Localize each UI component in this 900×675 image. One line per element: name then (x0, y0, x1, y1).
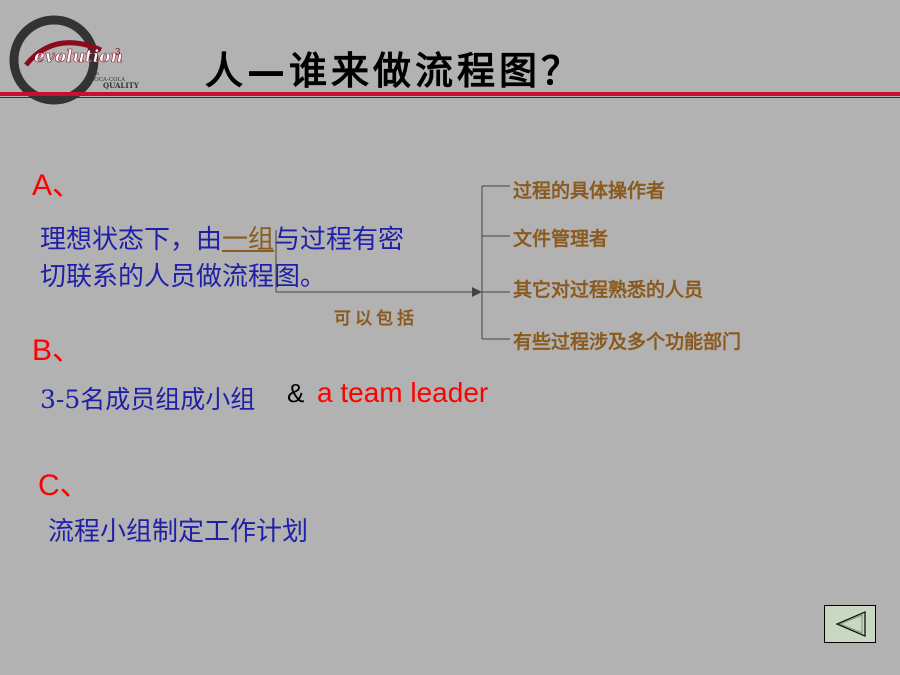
logo-quality: QUALITY (103, 81, 140, 90)
diagram-item-3: 其它对过程熟悉的人员 (513, 279, 704, 301)
section-a-text-part1: 理想状态下，由 (40, 225, 223, 255)
logo-word: evolution (34, 47, 123, 67)
section-a-text: 理想状态下，由一组与过程有密 (40, 220, 404, 260)
section-b-amp: & (287, 378, 305, 408)
page-title: 人—谁来做流程图？ (205, 49, 584, 93)
triangle-left-icon (835, 611, 866, 637)
diagram-item-1: 过程的具体操作者 (513, 180, 666, 202)
section-c-letter: C、 (38, 469, 90, 502)
section-b-letter: B、 (32, 334, 83, 367)
section-a-text-part2: 与过程有密 (274, 225, 405, 255)
section-b-text: 3-5名成员组成小组 (40, 385, 256, 414)
logo-small: THE (90, 71, 99, 76)
section-b-english: a team leader (317, 377, 489, 408)
back-button[interactable] (824, 605, 876, 643)
diagram-item-4: 有些过程涉及多个功能部门 (513, 331, 742, 353)
title-divider (0, 92, 900, 96)
section-a-text-line2: 切联系的人员做流程图。 (40, 262, 327, 292)
logo-brand: COCA-COLA (90, 77, 126, 83)
logo-superscript: 3 (115, 48, 121, 58)
logo-swirl-icon: evolution 3 THE COCA-COLA QUALITY (9, 15, 140, 105)
section-a-highlight: 一组 (222, 225, 275, 255)
diagram-item-2: 文件管理者 (513, 228, 609, 250)
title-divider-shadow (0, 97, 900, 98)
section-c-text: 流程小组制定工作计划 (48, 517, 309, 547)
evolution-logo: evolution 3 THE COCA-COLA QUALITY (6, 10, 156, 110)
connector-label: 可以包括 (334, 309, 418, 329)
connector-arrowhead-icon (472, 287, 482, 297)
section-a-letter: A、 (32, 169, 83, 202)
